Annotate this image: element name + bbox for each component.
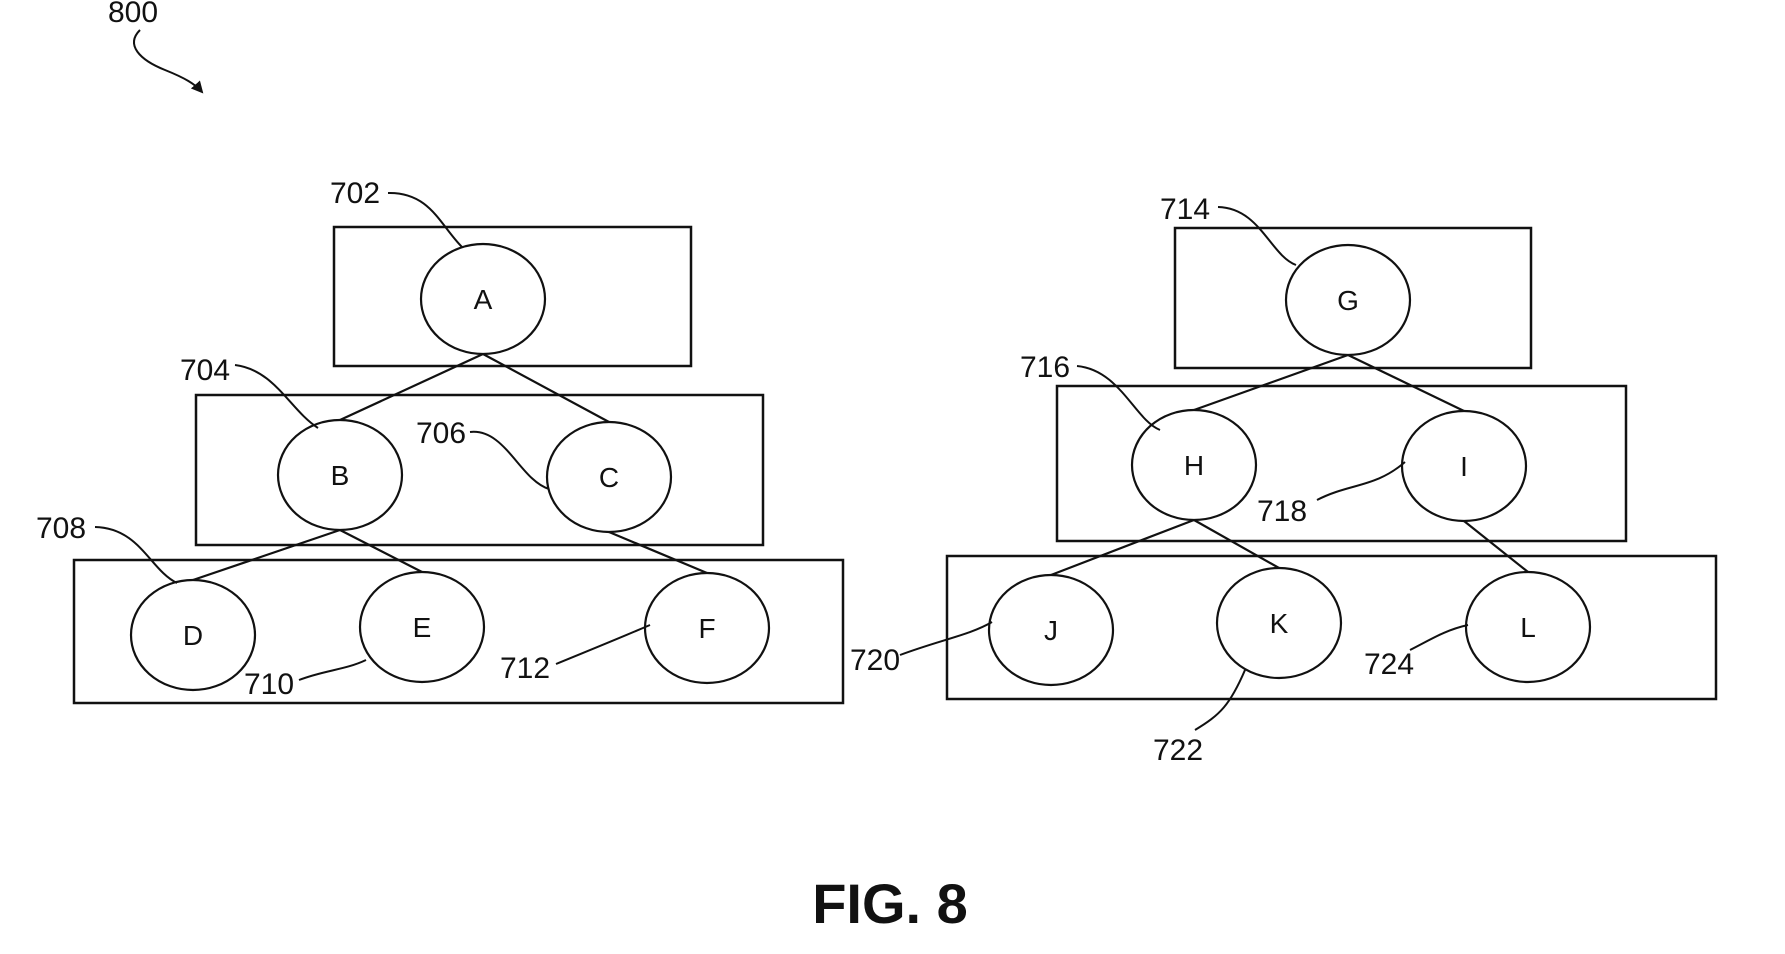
ref-label-704: 704 (180, 354, 230, 387)
ref-label-714: 714 (1160, 193, 1210, 226)
node-label-E: E (413, 612, 432, 643)
figure-caption: FIG. 8 (812, 872, 968, 935)
node-label-B: B (331, 460, 350, 491)
node-label-H: H (1184, 450, 1204, 481)
ref-label-710: 710 (244, 668, 294, 701)
node-label-F: F (698, 613, 715, 644)
node-label-I: I (1460, 451, 1468, 482)
ref-label-720: 720 (850, 644, 900, 677)
ref-label-708: 708 (36, 512, 86, 545)
node-label-J: J (1044, 615, 1058, 646)
node-label-K: K (1270, 608, 1289, 639)
node-label-A: A (474, 284, 493, 315)
ref-label-702: 702 (330, 177, 380, 210)
trees: A 702B 704C 706D 708E 710 F 712 G 714H 716I 718J 720… (36, 177, 1716, 767)
node-label-L: L (1520, 612, 1536, 643)
ref-label-724: 724 (1364, 648, 1414, 681)
figure-ref-label: 800 (108, 0, 158, 29)
tree-1: A 702B 704C 706D 708E 710 F 712 (36, 177, 843, 703)
ref-label-712: 712 (500, 652, 550, 685)
tree-2: G 714H 716I 718J 720 K 722 L 724 (850, 193, 1716, 767)
ref-label-722: 722 (1153, 734, 1203, 767)
ref-label-716: 716 (1020, 351, 1070, 384)
figure-ref-arrow (134, 30, 202, 92)
node-label-D: D (183, 620, 203, 651)
ref-label-718: 718 (1257, 495, 1307, 528)
ref-label-706: 706 (416, 417, 466, 450)
node-label-G: G (1337, 285, 1359, 316)
node-label-C: C (599, 462, 619, 493)
